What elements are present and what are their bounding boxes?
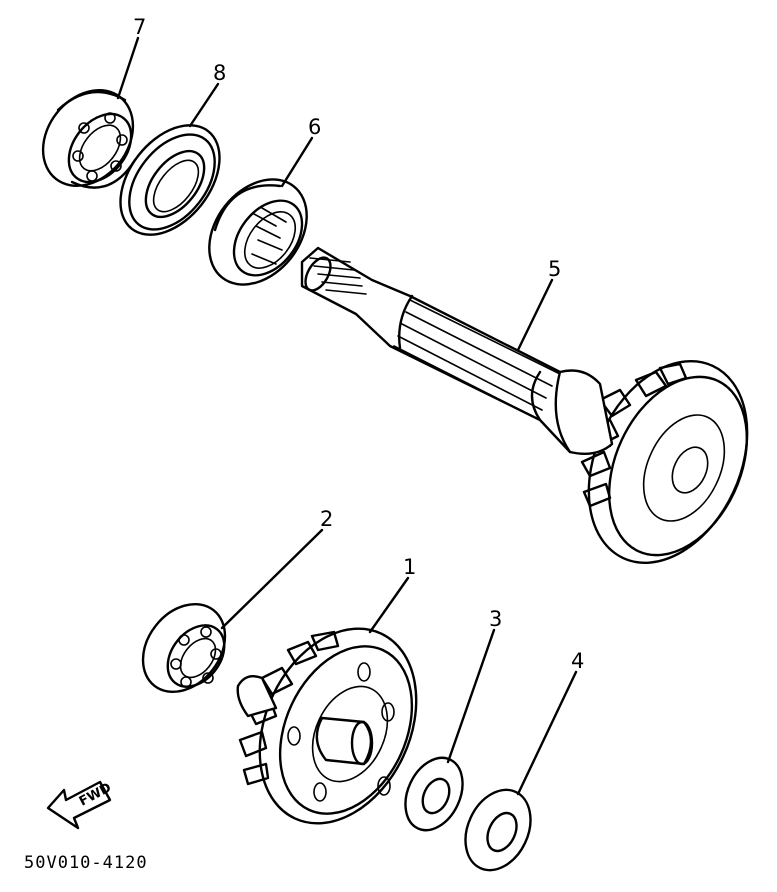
leader-line-5: [516, 278, 554, 352]
part-1-gear: [236, 627, 418, 825]
callout-1: 1: [403, 555, 416, 579]
part-2-bearing: [141, 602, 227, 694]
leader-line-8: [188, 82, 220, 128]
leader-line-7: [116, 36, 140, 100]
callout-4: 4: [571, 649, 584, 673]
leader-line-2: [220, 528, 324, 630]
part-4-washer: [464, 788, 532, 872]
leader-line-3: [446, 628, 496, 764]
part-5-drive-shaft: [300, 246, 749, 564]
callout-labels: 7 8 6 5 2 1 3 4: [133, 15, 584, 673]
leader-line-4: [516, 670, 578, 796]
fwd-arrow-icon: FWD: [46, 780, 114, 830]
callout-3: 3: [489, 607, 502, 631]
part-8-oil-seal: [119, 124, 221, 236]
part-6-needle-bearing: [208, 178, 308, 286]
callout-7: 7: [133, 15, 146, 39]
callout-2: 2: [320, 507, 333, 531]
callout-5: 5: [548, 257, 561, 281]
leader-lines: [116, 36, 578, 796]
diagram-code: 50V010-4120: [24, 853, 148, 873]
part-7-bearing: [41, 88, 137, 189]
callout-8: 8: [213, 61, 226, 85]
leader-line-6: [280, 136, 314, 188]
callout-6: 6: [308, 115, 321, 139]
part-3-washer: [404, 756, 464, 832]
leader-line-1: [368, 576, 410, 634]
